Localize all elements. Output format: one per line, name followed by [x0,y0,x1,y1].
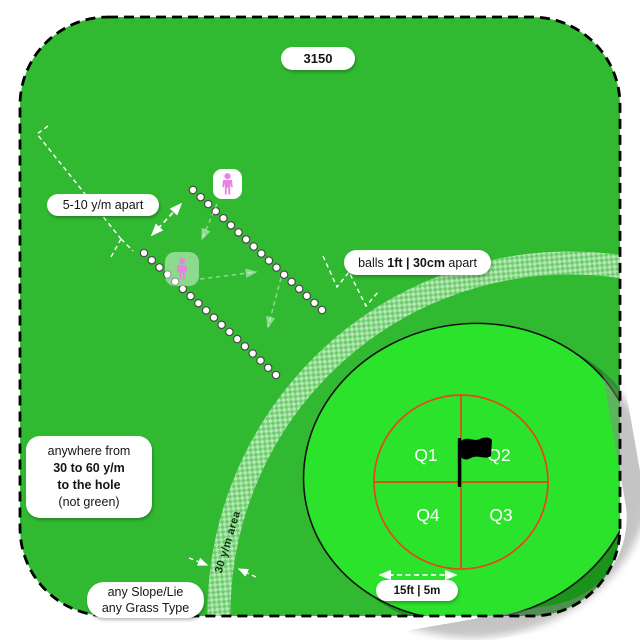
hole-distance-note: anywhere from 30 to 60 y/m to the hole (… [26,436,152,518]
movement-arrow-down2-icon [266,277,282,329]
spacing-double-arrow [150,202,183,237]
hole-distance-line3: to the hole [57,478,121,492]
golf-ball [264,256,274,265]
golf-ball [287,277,296,287]
band-arrow-left [188,557,209,566]
conditions-line2: any Grass Type [101,601,190,615]
green-radius-label: 15ft | 5m [376,580,458,601]
golf-ball [147,255,157,265]
golf-ball [194,298,203,308]
ball-spacing-label: balls 1ft | 30cm apart [344,250,491,275]
golf-ball [302,291,312,301]
golfer-badge-lower [165,252,199,286]
movement-arrow-down-icon [201,203,218,241]
golfer-icon [222,173,233,195]
hole-distance-line1: anywhere from [47,444,131,458]
hole-distance-line2: 30 to 60 y/m [53,461,125,475]
outer-drop-shadow [307,332,640,638]
golf-ball [272,263,281,272]
golf-ball [139,248,149,258]
golfer-icon [176,258,188,280]
golf-ball [263,363,273,373]
30ym-area-band [207,251,620,616]
golf-ball [249,242,259,251]
ball-spacing-label-bold: 1ft | 30cm [387,255,445,270]
ball-lines [139,185,327,380]
conditions-note: any Slope/Lie any Grass Type [87,582,204,618]
line-spacing-label: 5-10 y/m apart [47,194,159,216]
golf-ball [170,277,180,287]
ball-spacing-label-post: apart [444,255,477,270]
band-arrow-right [237,568,257,578]
golf-ball [178,284,188,294]
conditions-line1: any Slope/Lie [107,585,184,599]
golf-ball [203,199,213,209]
golf-ball [188,185,198,195]
golf-ball [225,327,234,337]
golf-ball [219,213,228,223]
golf-ball [234,228,243,237]
golf-ball [196,192,205,202]
movement-arrow-right-icon [199,268,258,280]
ball-spacing-label-pre: balls [358,255,388,270]
golf-ball [211,206,221,216]
golf-ball [256,356,265,365]
golf-ball [217,320,226,330]
golfer-badge-top [213,169,242,199]
golf-ball [201,306,211,315]
golf-ball [248,349,258,358]
golf-ball [232,334,242,344]
golf-ball [209,313,219,322]
golf-ball [317,305,327,315]
golf-ball [310,298,319,308]
guide-dashed-line [35,125,134,258]
golf-ball [271,370,281,380]
golf-ball [163,270,172,279]
drill-number-badge: 3150 [281,47,355,70]
ball-gap-bracket [322,255,380,308]
golf-ball [256,249,266,258]
field-dashed-border [18,15,622,618]
golf-ball [226,221,236,230]
golf-ball [186,291,195,301]
golf-ball [241,235,251,244]
hole-distance-line4: (not green) [58,495,120,509]
golf-ball [279,270,289,280]
golf-ball [240,341,250,351]
golf-ball [155,263,164,272]
golf-ball [294,284,304,294]
